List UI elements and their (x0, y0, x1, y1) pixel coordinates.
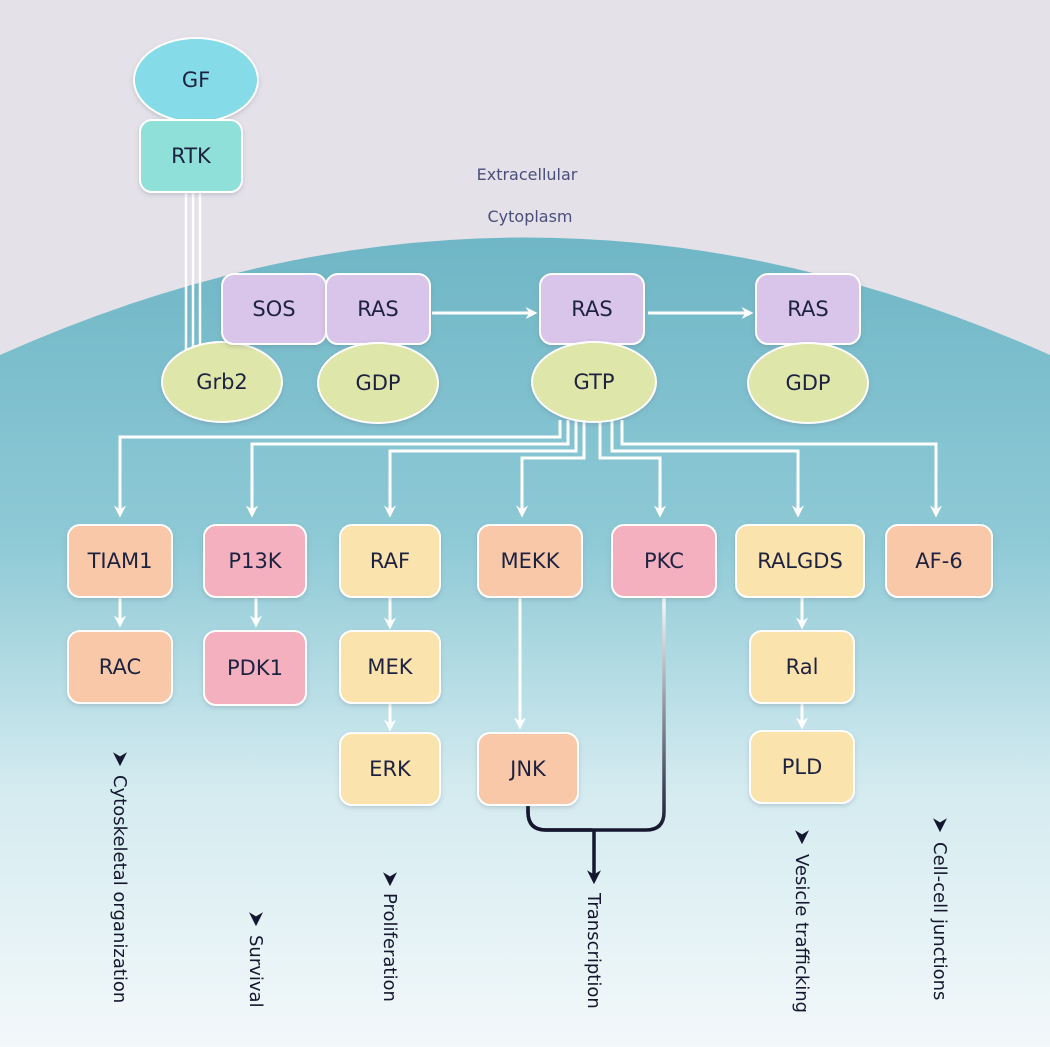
jnk-node: JNK (477, 732, 579, 806)
svg-text:Ral: Ral (786, 655, 819, 679)
cytoplasm-label: Cytoplasm (487, 207, 572, 226)
svg-text:RAC: RAC (99, 655, 141, 679)
ras-gtp-ras-node: RAS (539, 273, 645, 345)
pkc-node: PKC (611, 524, 717, 598)
rtk-node: RTK (139, 119, 243, 193)
output-arrows (113, 598, 947, 927)
outcome-cytoskeletal-organization: Cytoskeletal organization (109, 775, 130, 1003)
svg-text:Grb2: Grb2 (196, 370, 248, 394)
svg-text:RTK: RTK (171, 144, 212, 168)
ralgds-node: RALGDS (735, 524, 865, 598)
svg-text:GTP: GTP (573, 370, 614, 394)
svg-text:GDP: GDP (785, 371, 830, 395)
svg-text:JNK: JNK (508, 757, 547, 781)
pdk1-node: PDK1 (203, 630, 307, 706)
rtk-grb2-connector (184, 190, 202, 372)
erk-node: ERK (339, 732, 441, 806)
outcome-proliferation: Proliferation (379, 893, 400, 1002)
gdp-node-1: GDP (317, 342, 439, 424)
grb2-node: Grb2 (161, 341, 283, 423)
p13k-node: P13K (203, 524, 307, 598)
gtp-node: GTP (531, 341, 657, 423)
outcome-cell-cell-junctions: Cell-cell junctions (929, 842, 950, 1000)
rac-node: RAC (67, 630, 173, 704)
gdp-node-2: GDP (747, 342, 869, 424)
tiam1-node: TIAM1 (67, 524, 173, 598)
ras-final-node: RAS (755, 273, 861, 345)
cascade-arrows (114, 597, 808, 732)
gf-node: GF (133, 37, 259, 123)
ras-gdp-ras-node: RAS (325, 273, 431, 345)
svg-text:RAS: RAS (357, 297, 398, 321)
svg-text:MEKK: MEKK (501, 549, 561, 573)
pld-node: PLD (749, 730, 855, 804)
svg-text:P13K: P13K (228, 549, 282, 573)
gtp-branch-arrows (114, 420, 942, 518)
svg-text:RALGDS: RALGDS (757, 549, 843, 573)
svg-text:AF-6: AF-6 (915, 549, 962, 573)
svg-text:SOS: SOS (252, 297, 295, 321)
svg-text:RAF: RAF (370, 549, 410, 573)
outcome-survival: Survival (245, 935, 266, 1008)
svg-text:PDK1: PDK1 (227, 656, 283, 680)
raf-node: RAF (339, 524, 441, 598)
cytoplasm-region (0, 237, 1050, 1047)
svg-text:MEK: MEK (367, 655, 413, 679)
svg-text:PKC: PKC (644, 549, 684, 573)
svg-text:TIAM1: TIAM1 (87, 549, 153, 573)
ral-node: Ral (749, 630, 855, 704)
svg-text:GDP: GDP (355, 371, 400, 395)
outcome-vesicle-trafficking: Vesicle trafficking (791, 854, 812, 1013)
svg-text:RAS: RAS (787, 297, 828, 321)
af6-node: AF-6 (885, 524, 993, 598)
mekk-node: MEKK (477, 524, 583, 598)
svg-text:RAS: RAS (571, 297, 612, 321)
svg-text:PLD: PLD (782, 755, 823, 779)
sos-node: SOS (221, 273, 327, 345)
mek-node: MEK (339, 630, 441, 704)
outcome-transcription: Transcription (583, 892, 604, 1009)
svg-text:ERK: ERK (369, 757, 412, 781)
extracellular-label: Extracellular (477, 165, 578, 184)
svg-text:GF: GF (182, 68, 210, 92)
